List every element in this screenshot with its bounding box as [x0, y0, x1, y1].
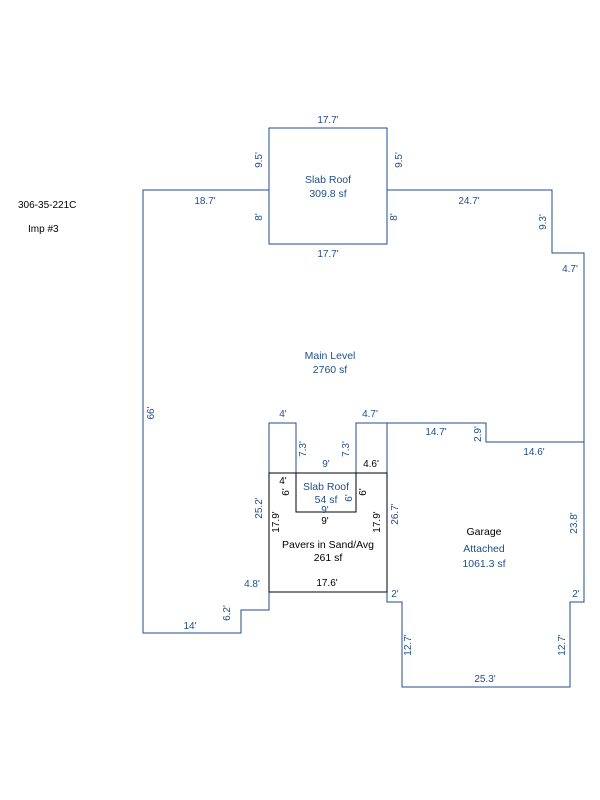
dim-garage-bottom: 25.3' — [474, 674, 495, 685]
dim-notch-left-drop: 7.3' — [298, 441, 309, 457]
dim-slab-bottom-width: 17.7' — [317, 249, 338, 260]
main-level-outline-left — [142, 189, 270, 634]
dim-slab-left-lower: 8' — [254, 213, 265, 221]
dim-small-slab-bottom: 9' — [321, 505, 329, 516]
improvement-label: Imp #3 — [28, 224, 59, 235]
dim-pavers-top-inner: 9' — [321, 516, 329, 527]
dim-notch-right-top: 4.7' — [362, 409, 378, 420]
garage-subtitle: Attached — [463, 543, 505, 555]
slab-roof-small-outline — [295, 472, 357, 513]
pavers-size: 261 sf — [314, 552, 343, 564]
main-level-size: 2760 sf — [313, 364, 348, 376]
slab-roof-small-name: Slab Roof — [303, 481, 349, 493]
dim-garage-top-right: 14.6' — [523, 447, 544, 458]
pavers-name: Pavers in Sand/Avg — [282, 539, 374, 551]
dim-notch-right-small: 4.6' — [363, 459, 379, 470]
garage-size: 1061.3 sf — [462, 558, 505, 570]
dim-notch-right-drop: 7.3' — [341, 441, 352, 457]
notch-right — [355, 422, 387, 473]
slab-roof-top-name: Slab Roof — [305, 174, 351, 186]
dim-main-bottom-left: 14' — [183, 621, 196, 632]
dim-pavers-left-inner: 17.9' — [271, 511, 282, 532]
dim-small-slab-right: 6' — [358, 488, 369, 496]
main-level-name: Main Level — [305, 350, 356, 362]
dim-garage-top-notch: 2.9' — [473, 426, 484, 442]
notch-left — [268, 422, 297, 473]
dim-garage-step-right: 2' — [572, 589, 580, 600]
dim-slab-right-upper: 9.5' — [394, 152, 405, 168]
garage-outline — [386, 442, 585, 688]
slab-roof-top-outline — [268, 127, 388, 245]
slab-roof-top-size: 309.8 sf — [309, 188, 346, 200]
dim-slab-top-width: 17.7' — [317, 115, 338, 126]
dim-garage-lower-right: 12.7' — [557, 634, 568, 655]
dim-garage-left: 26.7' — [390, 503, 401, 524]
dim-main-right-notch: 9.3' — [538, 214, 549, 230]
dim-pavers-right-inner: 17.9' — [372, 511, 383, 532]
dim-small-slab-top: 4' — [279, 476, 287, 487]
dim-notch-left-top: 4' — [279, 409, 287, 420]
garage-name: Garage — [466, 526, 501, 538]
dim-main-step-left-vertical: 6.2' — [222, 605, 233, 621]
dim-garage-step-left: 2' — [391, 589, 399, 600]
dim-notch-inner: 9' — [322, 459, 330, 470]
main-level-outline-right — [386, 189, 585, 473]
parcel-id: 306-35-221C — [18, 200, 76, 211]
dim-main-top-left: 18.7' — [194, 196, 215, 207]
dim-small-slab-left: 6' — [281, 488, 292, 496]
slab-roof-small-size: 54 sf — [315, 494, 338, 506]
dim-main-left-side: 66' — [146, 406, 157, 419]
dim-small-slab-inner-left: 6' — [344, 494, 355, 502]
dim-main-top-right: 24.7' — [458, 196, 479, 207]
dim-garage-lower-left: 12.7' — [403, 634, 414, 655]
dim-garage-right: 23.8' — [569, 512, 580, 533]
dim-garage-top-left: 14.7' — [425, 427, 446, 438]
dim-slab-right-lower: 8' — [389, 213, 400, 221]
dim-pavers-left: 25.2' — [254, 497, 265, 518]
dim-main-step-left-horizontal: 4.8' — [244, 579, 260, 590]
dim-slab-left-upper: 9.5' — [254, 152, 265, 168]
dim-pavers-bottom: 17.6' — [316, 578, 337, 589]
dim-main-step-right: 4.7' — [562, 264, 578, 275]
